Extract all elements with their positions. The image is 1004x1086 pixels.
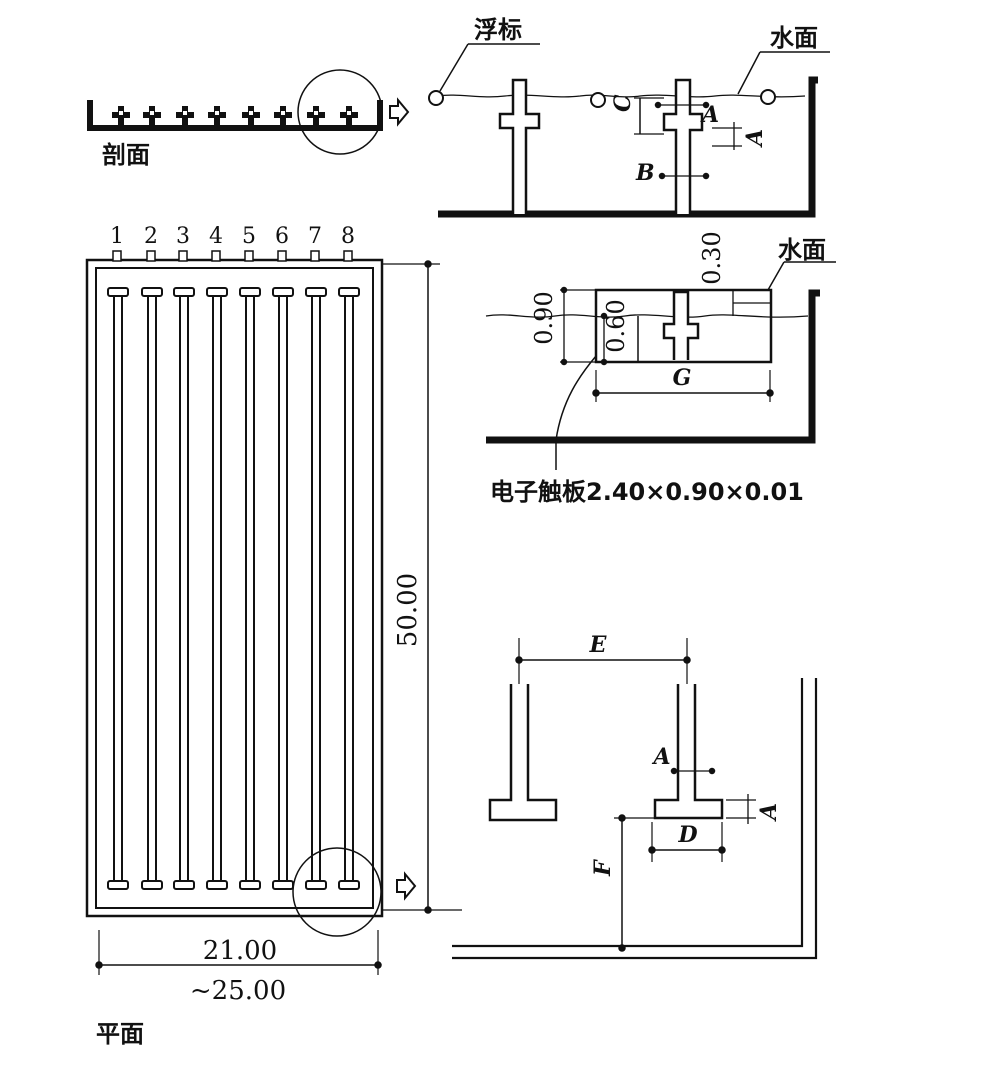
touch-plate-detail: 0.90 0.60 0.30 G 水面 电子触板2.40×0.90×0.01: [485, 231, 836, 506]
lane-number: 6: [275, 224, 289, 249]
float-buoy: [428, 90, 444, 106]
pool-length-label: 50.00: [393, 573, 423, 647]
letter-e: E: [589, 632, 608, 658]
lane-divider-post: [653, 684, 724, 820]
section-detail-arrow-icon: [389, 97, 410, 127]
section-lane-marker: [340, 106, 358, 128]
letter-c: C: [610, 94, 636, 112]
section-lane-marker: [143, 106, 161, 128]
letter-a-side: A: [742, 129, 768, 148]
water-line: [485, 314, 809, 318]
lane-line: [245, 293, 255, 885]
plate-height-label: 0.90: [530, 291, 558, 344]
lane-number: 7: [308, 224, 322, 249]
lane-numbers: 1 2 3 4 5 6 7 8: [110, 224, 355, 249]
letter-a-top: A: [700, 102, 719, 128]
lane-top-tabs: [112, 250, 353, 262]
lane-line: [113, 293, 123, 885]
float-buoy: [760, 89, 776, 105]
water-line: [435, 94, 806, 98]
letter-g: G: [673, 365, 692, 391]
letter-a-lower-top: A: [651, 744, 670, 770]
letter-f: F: [590, 859, 616, 877]
pool-outer-edge: [85, 258, 384, 918]
section-lane-marker: [307, 106, 325, 128]
touch-plate-leader-line: [555, 355, 597, 470]
lane-divider-post: [662, 290, 700, 360]
lane-line: [147, 293, 157, 885]
lane-divider-post: [662, 78, 704, 214]
section-lane-marker: [242, 106, 260, 128]
section-lane-marker: [112, 106, 130, 128]
lane-number: 1: [110, 224, 124, 249]
section-label: 剖面: [102, 141, 150, 169]
plan-detail-arrow-icon: [396, 871, 417, 901]
lane-end-caps: [107, 287, 360, 890]
lane-line: [212, 293, 222, 885]
float-buoy: [590, 92, 606, 108]
section-lane-marker: [274, 106, 292, 128]
outer-width-label: ~25.00: [190, 976, 286, 1006]
lane-lines: [113, 293, 354, 885]
water-surface-label-2: 水面: [778, 236, 826, 264]
plate-above-water-label: 0.30: [698, 231, 726, 284]
plate-under-water-label: 0.60: [602, 299, 630, 352]
letter-d: D: [677, 822, 697, 848]
pool-outer-wall: [452, 678, 818, 960]
section-lane-marker: [176, 106, 194, 128]
letter-a-lower-side: A: [756, 803, 782, 822]
lane-number: 8: [341, 224, 355, 249]
inner-width-label: 21.00: [203, 936, 277, 966]
section-lane-marker: [208, 106, 226, 128]
section-view: 剖面: [87, 69, 410, 169]
section-lane-markers: [112, 106, 358, 128]
plan-view: 1 2 3 4 5 6 7 8 50.00 21.00 ~25.00 平面: [85, 224, 462, 1048]
lane-divider-post: [488, 684, 558, 822]
lane-line: [179, 293, 189, 885]
lane-number: 5: [242, 224, 256, 249]
lane-divider-post: [498, 78, 541, 214]
water-leader-line: [737, 51, 761, 95]
float-detail: 浮标 水面 C A A B: [428, 16, 830, 218]
lane-number: 4: [209, 224, 223, 249]
plan-detail-circle: [292, 847, 382, 937]
touch-plate: [594, 288, 773, 364]
lane-line: [278, 293, 288, 885]
letter-b: B: [635, 160, 655, 186]
pool-floor-wall: [486, 289, 820, 444]
float-label: 浮标: [474, 16, 522, 44]
lane-line: [311, 293, 321, 885]
lane-line: [344, 293, 354, 885]
touch-plate-label: 电子触板2.40×0.90×0.01: [490, 478, 804, 506]
lane-cross-section-detail: E A A D F: [452, 632, 818, 960]
float-leader-line: [439, 43, 469, 92]
pool-floor-wall: [438, 76, 818, 218]
lane-number: 3: [176, 224, 190, 249]
section-pool-outline: [87, 100, 383, 131]
water-surface-label-1: 水面: [770, 24, 818, 52]
section-marker-holes: [119, 111, 351, 115]
plan-label: 平面: [96, 1020, 144, 1048]
lane-number: 2: [144, 224, 158, 249]
pool-inner-edge: [95, 267, 374, 909]
section-detail-circle: [297, 69, 383, 155]
pool-inner-wall: [452, 678, 804, 948]
water-leader-line: [767, 261, 785, 291]
